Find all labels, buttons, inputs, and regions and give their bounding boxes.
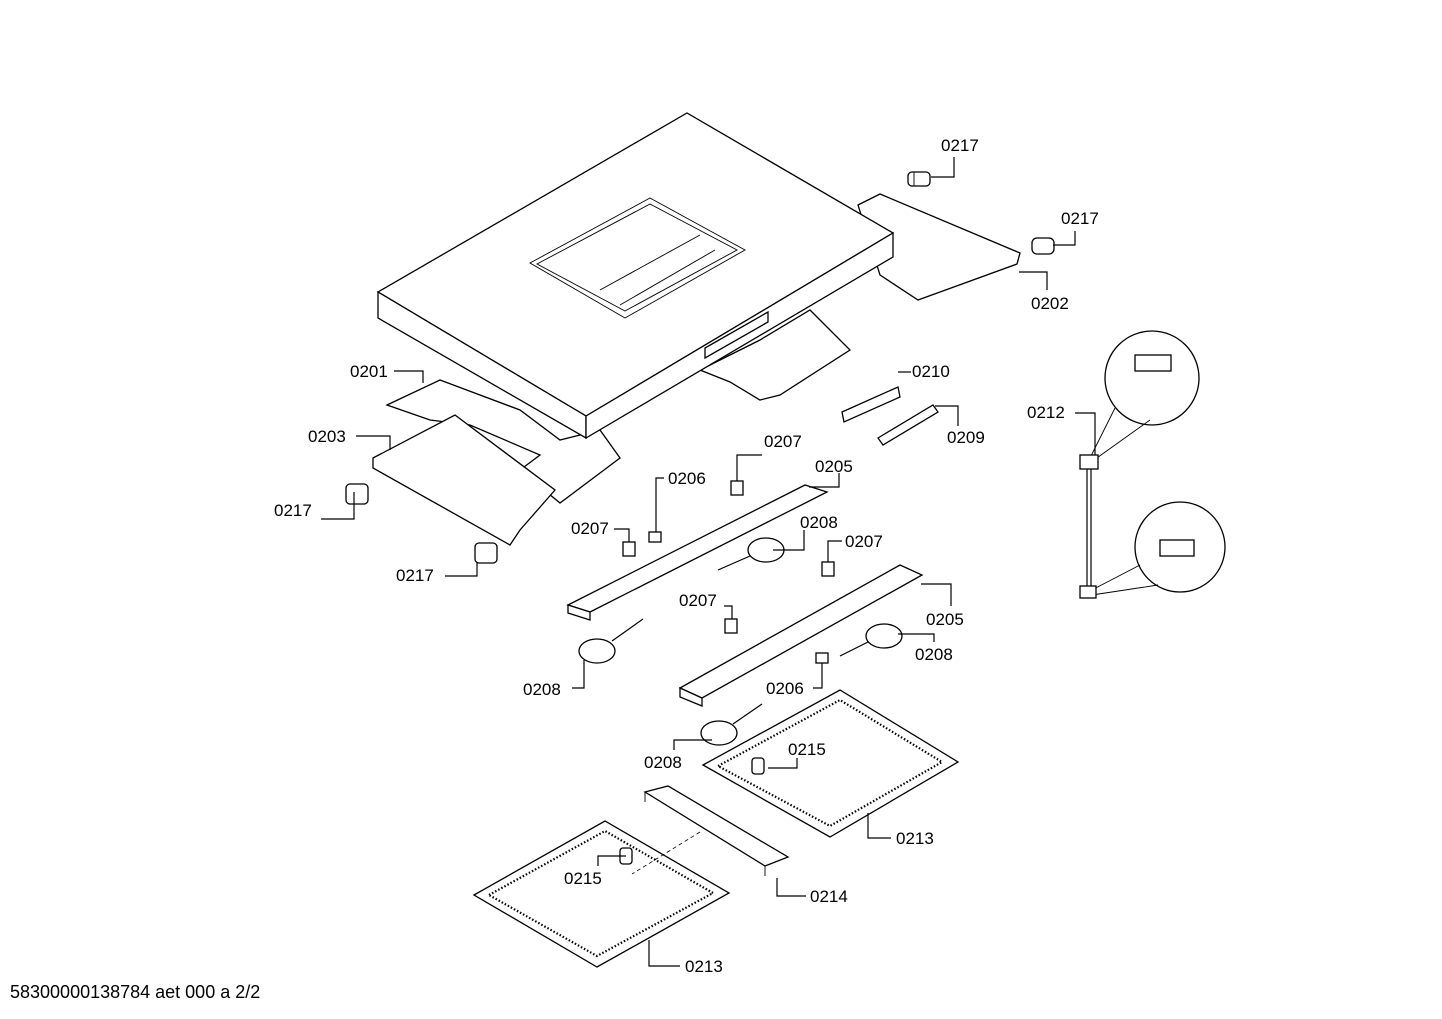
label-0213-b: 0213: [685, 957, 723, 976]
label-0208-a: 0208: [800, 513, 838, 532]
clip-bottom: [474, 542, 498, 564]
cover-strip: [877, 404, 939, 446]
small-clips: [622, 480, 835, 664]
document-id: 58300000138784 aet 000 a 2/2: [10, 982, 260, 1002]
label-0215-b: 0215: [564, 869, 602, 888]
clip-left: [345, 483, 369, 505]
button-strip: [841, 386, 901, 423]
label-0210: 0210: [912, 362, 950, 381]
grease-filter-lower: [472, 820, 731, 968]
label-0207-b: 0207: [571, 519, 609, 538]
label-0206-b: 0206: [766, 679, 804, 698]
label-0212: 0212: [1027, 403, 1065, 422]
label-0208-d: 0208: [644, 753, 682, 772]
label-0207-d: 0207: [679, 591, 717, 610]
label-0205-b: 0205: [926, 610, 964, 629]
label-0214: 0214: [810, 887, 848, 906]
leader-lines: [321, 157, 1096, 967]
clip-right: [1031, 237, 1055, 255]
label-0217-top: 0217: [941, 136, 979, 155]
hood-body: [376, 112, 1021, 504]
clip-top: [907, 171, 931, 187]
label-0203: 0203: [308, 427, 346, 446]
label-0206-a: 0206: [668, 469, 706, 488]
label-0205-a: 0205: [815, 457, 853, 476]
control-rail-upper: [566, 484, 829, 621]
label-0217-left: 0217: [274, 501, 312, 520]
label-0215-a: 0215: [788, 740, 826, 759]
control-rail-lower: [678, 564, 924, 707]
part-labels: 0217 0217 0202 0201 0203 0217 0217 0210 …: [274, 136, 1099, 976]
filter-bracket: [631, 785, 790, 876]
label-0217-bottom: 0217: [396, 566, 434, 585]
label-0202: 0202: [1031, 294, 1069, 313]
control-knobs: [578, 537, 903, 746]
label-0201: 0201: [350, 362, 388, 381]
label-0217-right: 0217: [1061, 209, 1099, 228]
grease-filter-upper: [701, 689, 960, 838]
side-panel: [372, 414, 556, 546]
label-0208-b: 0208: [915, 645, 953, 664]
label-0208-c: 0208: [523, 680, 561, 699]
label-0207-c: 0207: [845, 532, 883, 551]
label-0209: 0209: [947, 428, 985, 447]
cable-assembly: [1079, 330, 1226, 599]
label-0207-a: 0207: [764, 432, 802, 451]
label-0213-a: 0213: [896, 829, 934, 848]
